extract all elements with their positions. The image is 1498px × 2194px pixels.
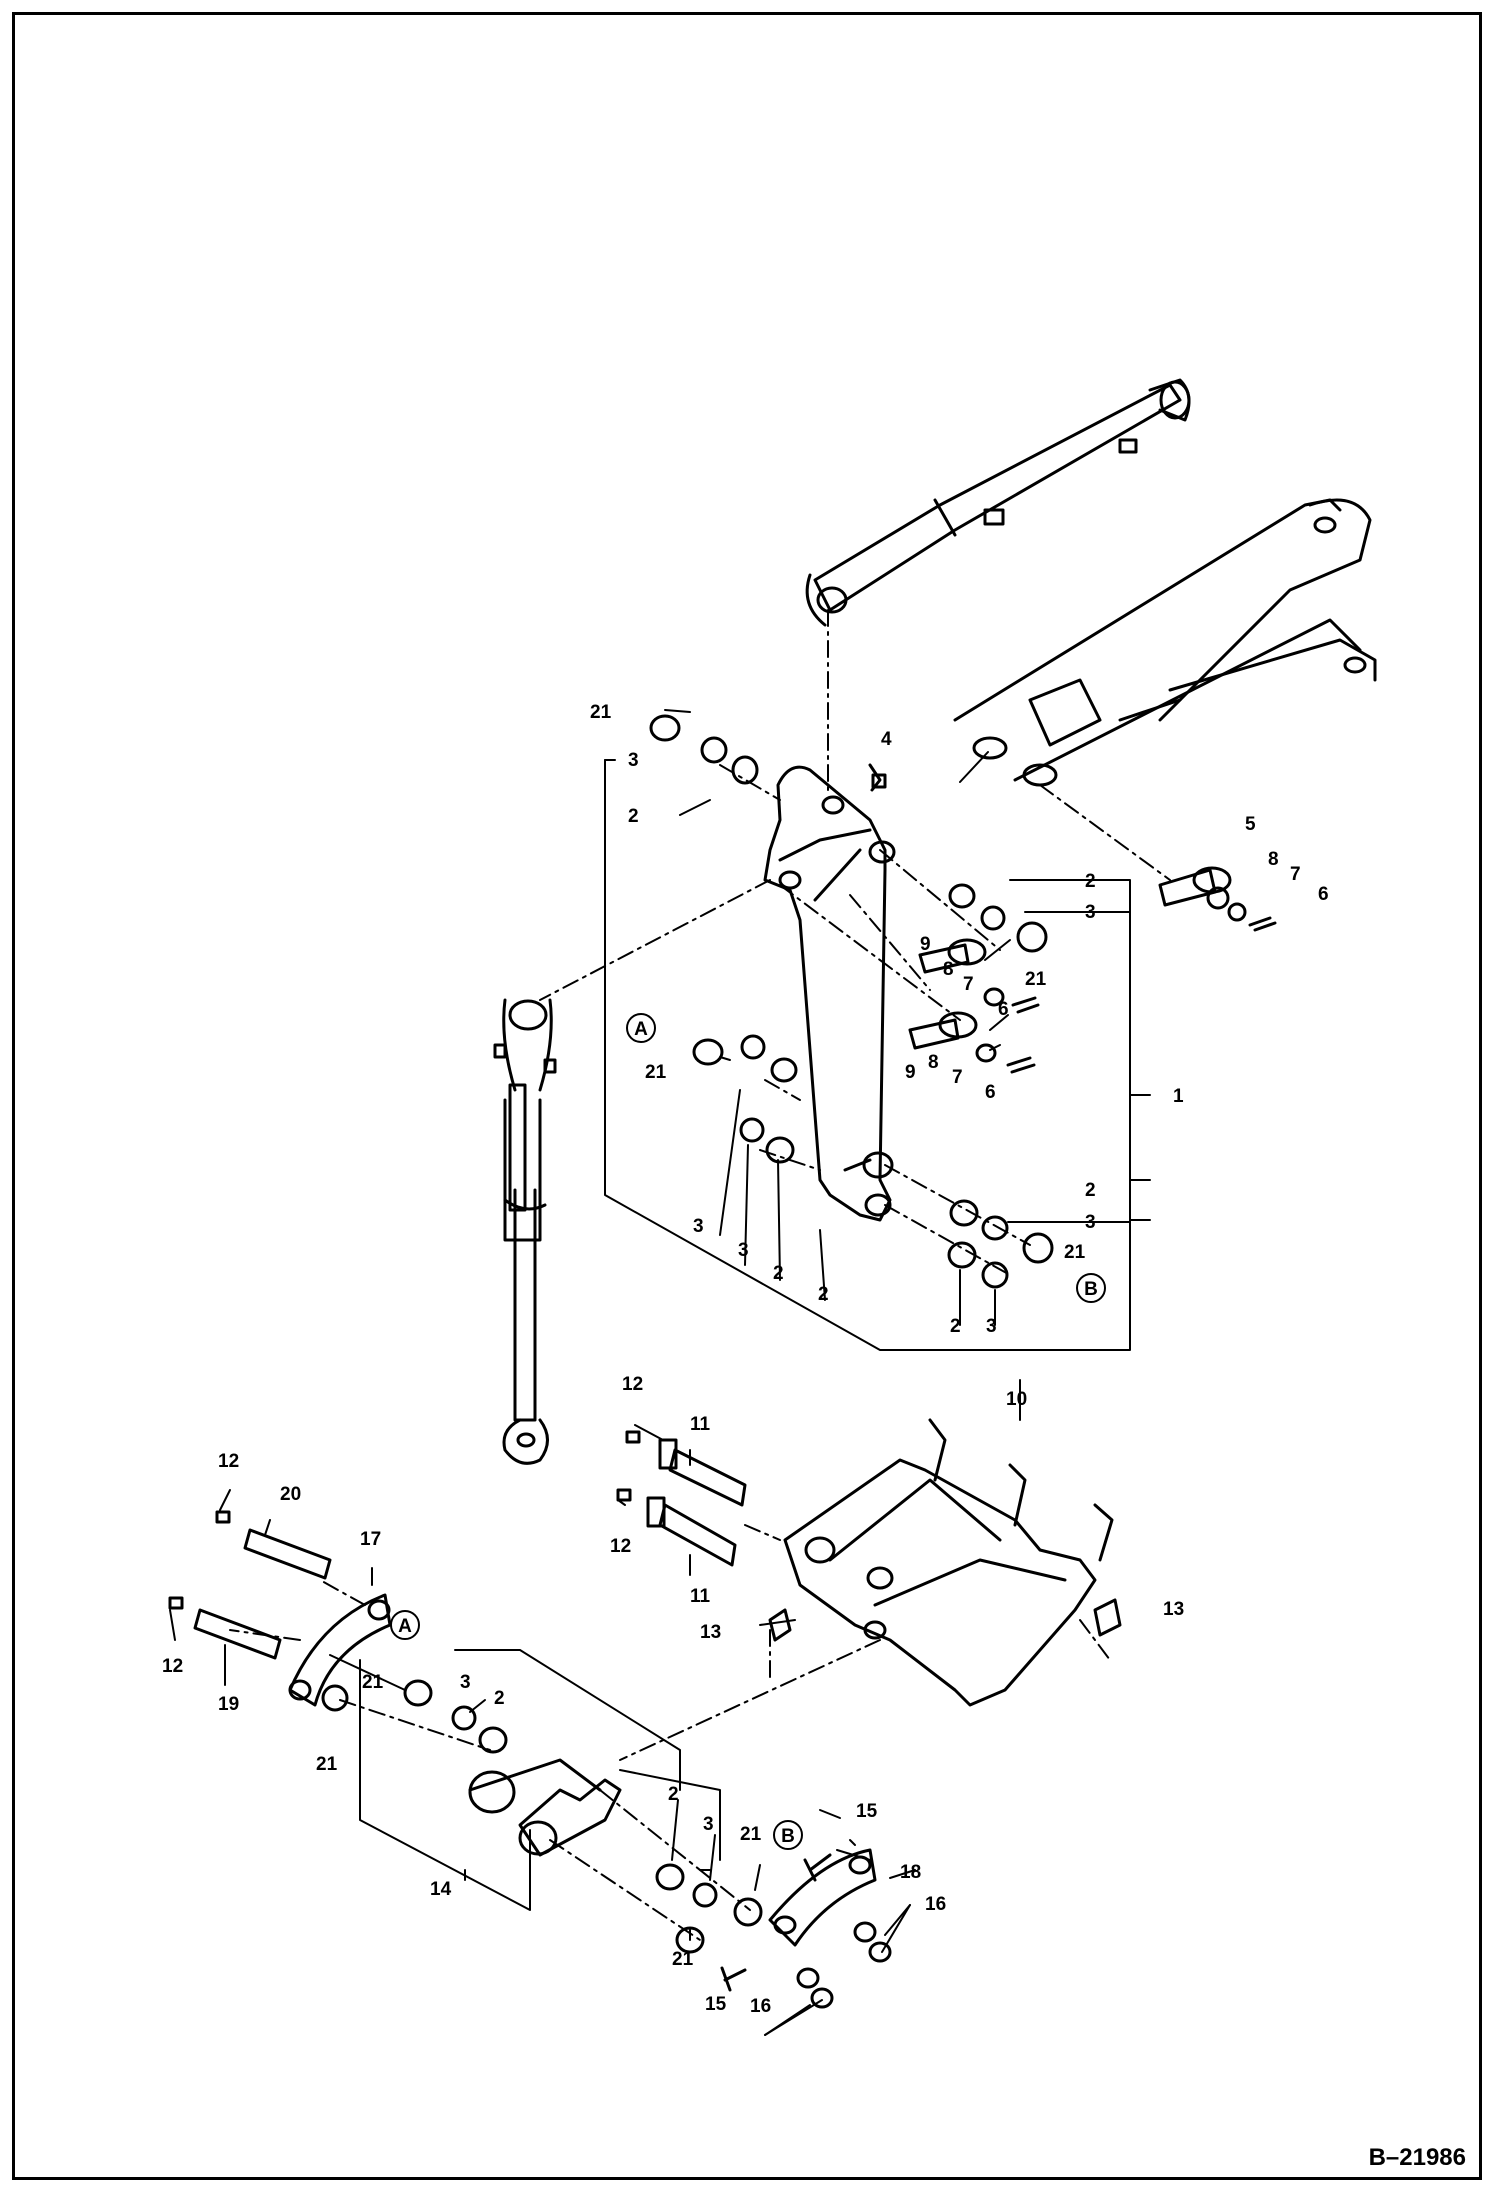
callout-5: 5: [1245, 814, 1256, 835]
callout-21: 21: [740, 1824, 762, 1845]
callout-15: 15: [856, 1801, 878, 1822]
callout-20: 20: [280, 1484, 301, 1505]
marker-b-lower: B: [773, 1820, 803, 1850]
callout-14: 14: [430, 1879, 452, 1900]
callout-18: 18: [900, 1862, 921, 1883]
svg-text:A: A: [634, 1019, 648, 1040]
callout-numbers: 21 3 2 4 5 8 7 6 2 3 9 8 7 21 6 21 9 8 7…: [162, 702, 1329, 2017]
svg-text:B: B: [781, 1826, 795, 1847]
callout-21: 21: [645, 1062, 667, 1083]
svg-text:A: A: [398, 1616, 412, 1637]
fittings: [168, 763, 1277, 1992]
callout-11: 11: [690, 1414, 711, 1435]
assembly-lines: [229, 609, 1171, 1941]
marker-a-lower: A: [390, 1610, 420, 1640]
callout-21: 21: [590, 702, 612, 723]
bucket-cylinder: [493, 998, 557, 1465]
callout-3: 3: [738, 1240, 749, 1261]
washers-bushings: [321, 714, 1247, 2009]
callout-6: 6: [1318, 884, 1329, 905]
callout-12: 12: [162, 1656, 183, 1677]
callout-3: 3: [1085, 902, 1096, 923]
callout-9: 9: [905, 1062, 916, 1083]
callout-21: 21: [316, 1754, 338, 1775]
boom-cylinder: [805, 378, 1191, 627]
leader-lines: [169, 709, 1151, 2036]
callout-8: 8: [943, 959, 954, 980]
boom: [953, 498, 1377, 787]
callout-12: 12: [218, 1451, 239, 1472]
marker-a-upper: A: [626, 1013, 656, 1043]
callout-7: 7: [963, 974, 974, 995]
callout-21: 21: [672, 1949, 694, 1970]
callout-2: 2: [1085, 1180, 1096, 1201]
callout-13: 13: [700, 1622, 721, 1643]
callout-7: 7: [1290, 864, 1301, 885]
callout-21: 21: [362, 1672, 384, 1693]
callout-2: 2: [1085, 871, 1096, 892]
callout-3: 3: [703, 1814, 714, 1835]
callout-1: 1: [1173, 1086, 1184, 1107]
callout-3: 3: [693, 1216, 704, 1237]
callout-17: 17: [360, 1529, 381, 1550]
callout-2: 2: [628, 806, 639, 827]
side-link-left: [288, 1593, 392, 1707]
callout-6: 6: [998, 999, 1009, 1020]
callout-6: 6: [985, 1082, 996, 1103]
callout-4: 4: [881, 729, 892, 750]
svg-text:B: B: [1084, 1279, 1098, 1300]
callout-3: 3: [460, 1672, 471, 1693]
callout-21: 21: [1025, 969, 1047, 990]
callout-2: 2: [950, 1316, 961, 1337]
callout-3: 3: [628, 750, 639, 771]
callout-9: 9: [920, 934, 931, 955]
callout-12: 12: [622, 1374, 643, 1395]
side-link-right: [768, 1848, 877, 1947]
callout-16: 16: [750, 1996, 771, 2017]
callout-2: 2: [818, 1284, 829, 1305]
callout-2: 2: [494, 1688, 505, 1709]
callout-3: 3: [1085, 1212, 1096, 1233]
drawing-border: [12, 12, 1482, 2180]
callout-2: 2: [773, 1263, 784, 1284]
callout-19: 19: [218, 1694, 239, 1715]
callout-8: 8: [1268, 849, 1279, 870]
bucket-link: [468, 1758, 622, 1857]
arm: [763, 765, 896, 1222]
callout-21: 21: [1064, 1242, 1086, 1263]
callout-3: 3: [986, 1316, 997, 1337]
drawing-reference-code: B–21986: [1368, 2144, 1466, 2171]
callout-7: 7: [952, 1067, 963, 1088]
callout-11: 11: [690, 1586, 711, 1607]
marker-b-upper: B: [1076, 1273, 1106, 1303]
bucket: [783, 1418, 1114, 1707]
callout-15: 15: [705, 1994, 727, 2015]
callout-2: 2: [668, 1784, 679, 1805]
pins: [193, 866, 1232, 1660]
callout-13: 13: [1163, 1599, 1184, 1620]
callout-10: 10: [1006, 1389, 1027, 1410]
callout-16: 16: [925, 1894, 946, 1915]
callout-8: 8: [928, 1052, 939, 1073]
callout-12: 12: [610, 1536, 631, 1557]
